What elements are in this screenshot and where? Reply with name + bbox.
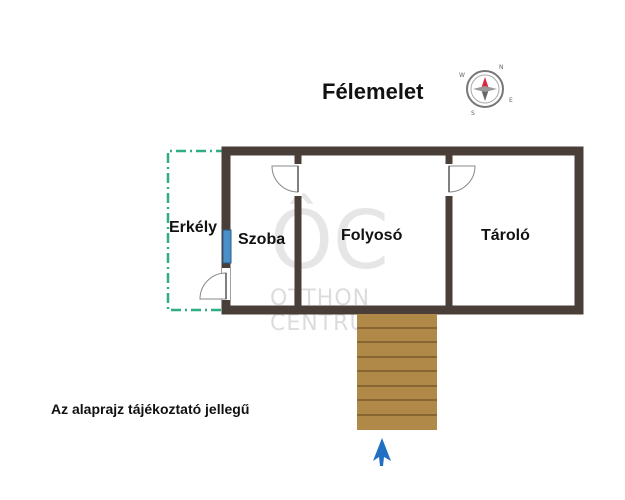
door-storage (445, 164, 476, 196)
room-label-room: Szoba (238, 231, 285, 248)
watermark: ÔC OTTHON CENTRUM (270, 193, 389, 336)
room-label-corridor: Folyosó (341, 227, 403, 244)
watermark-logo: ÔC (270, 193, 389, 287)
floor-title: Félemelet (322, 79, 424, 104)
compass-icon: N E S W (459, 64, 513, 117)
door-balcony (199, 268, 230, 300)
compass-east: E (509, 97, 513, 104)
stairs (357, 314, 437, 430)
compass-south: S (471, 110, 475, 117)
door-room (271, 164, 302, 196)
room-label-balcony: Erkély (169, 219, 217, 236)
compass-west: W (459, 72, 465, 79)
window (222, 229, 232, 264)
balcony-outline (166, 149, 226, 312)
entrance-arrow-icon (373, 438, 391, 466)
room-label-storage: Tároló (481, 227, 530, 244)
disclaimer-text: Az alaprajz tájékoztató jellegű (51, 401, 249, 417)
compass-north: N (499, 64, 504, 71)
